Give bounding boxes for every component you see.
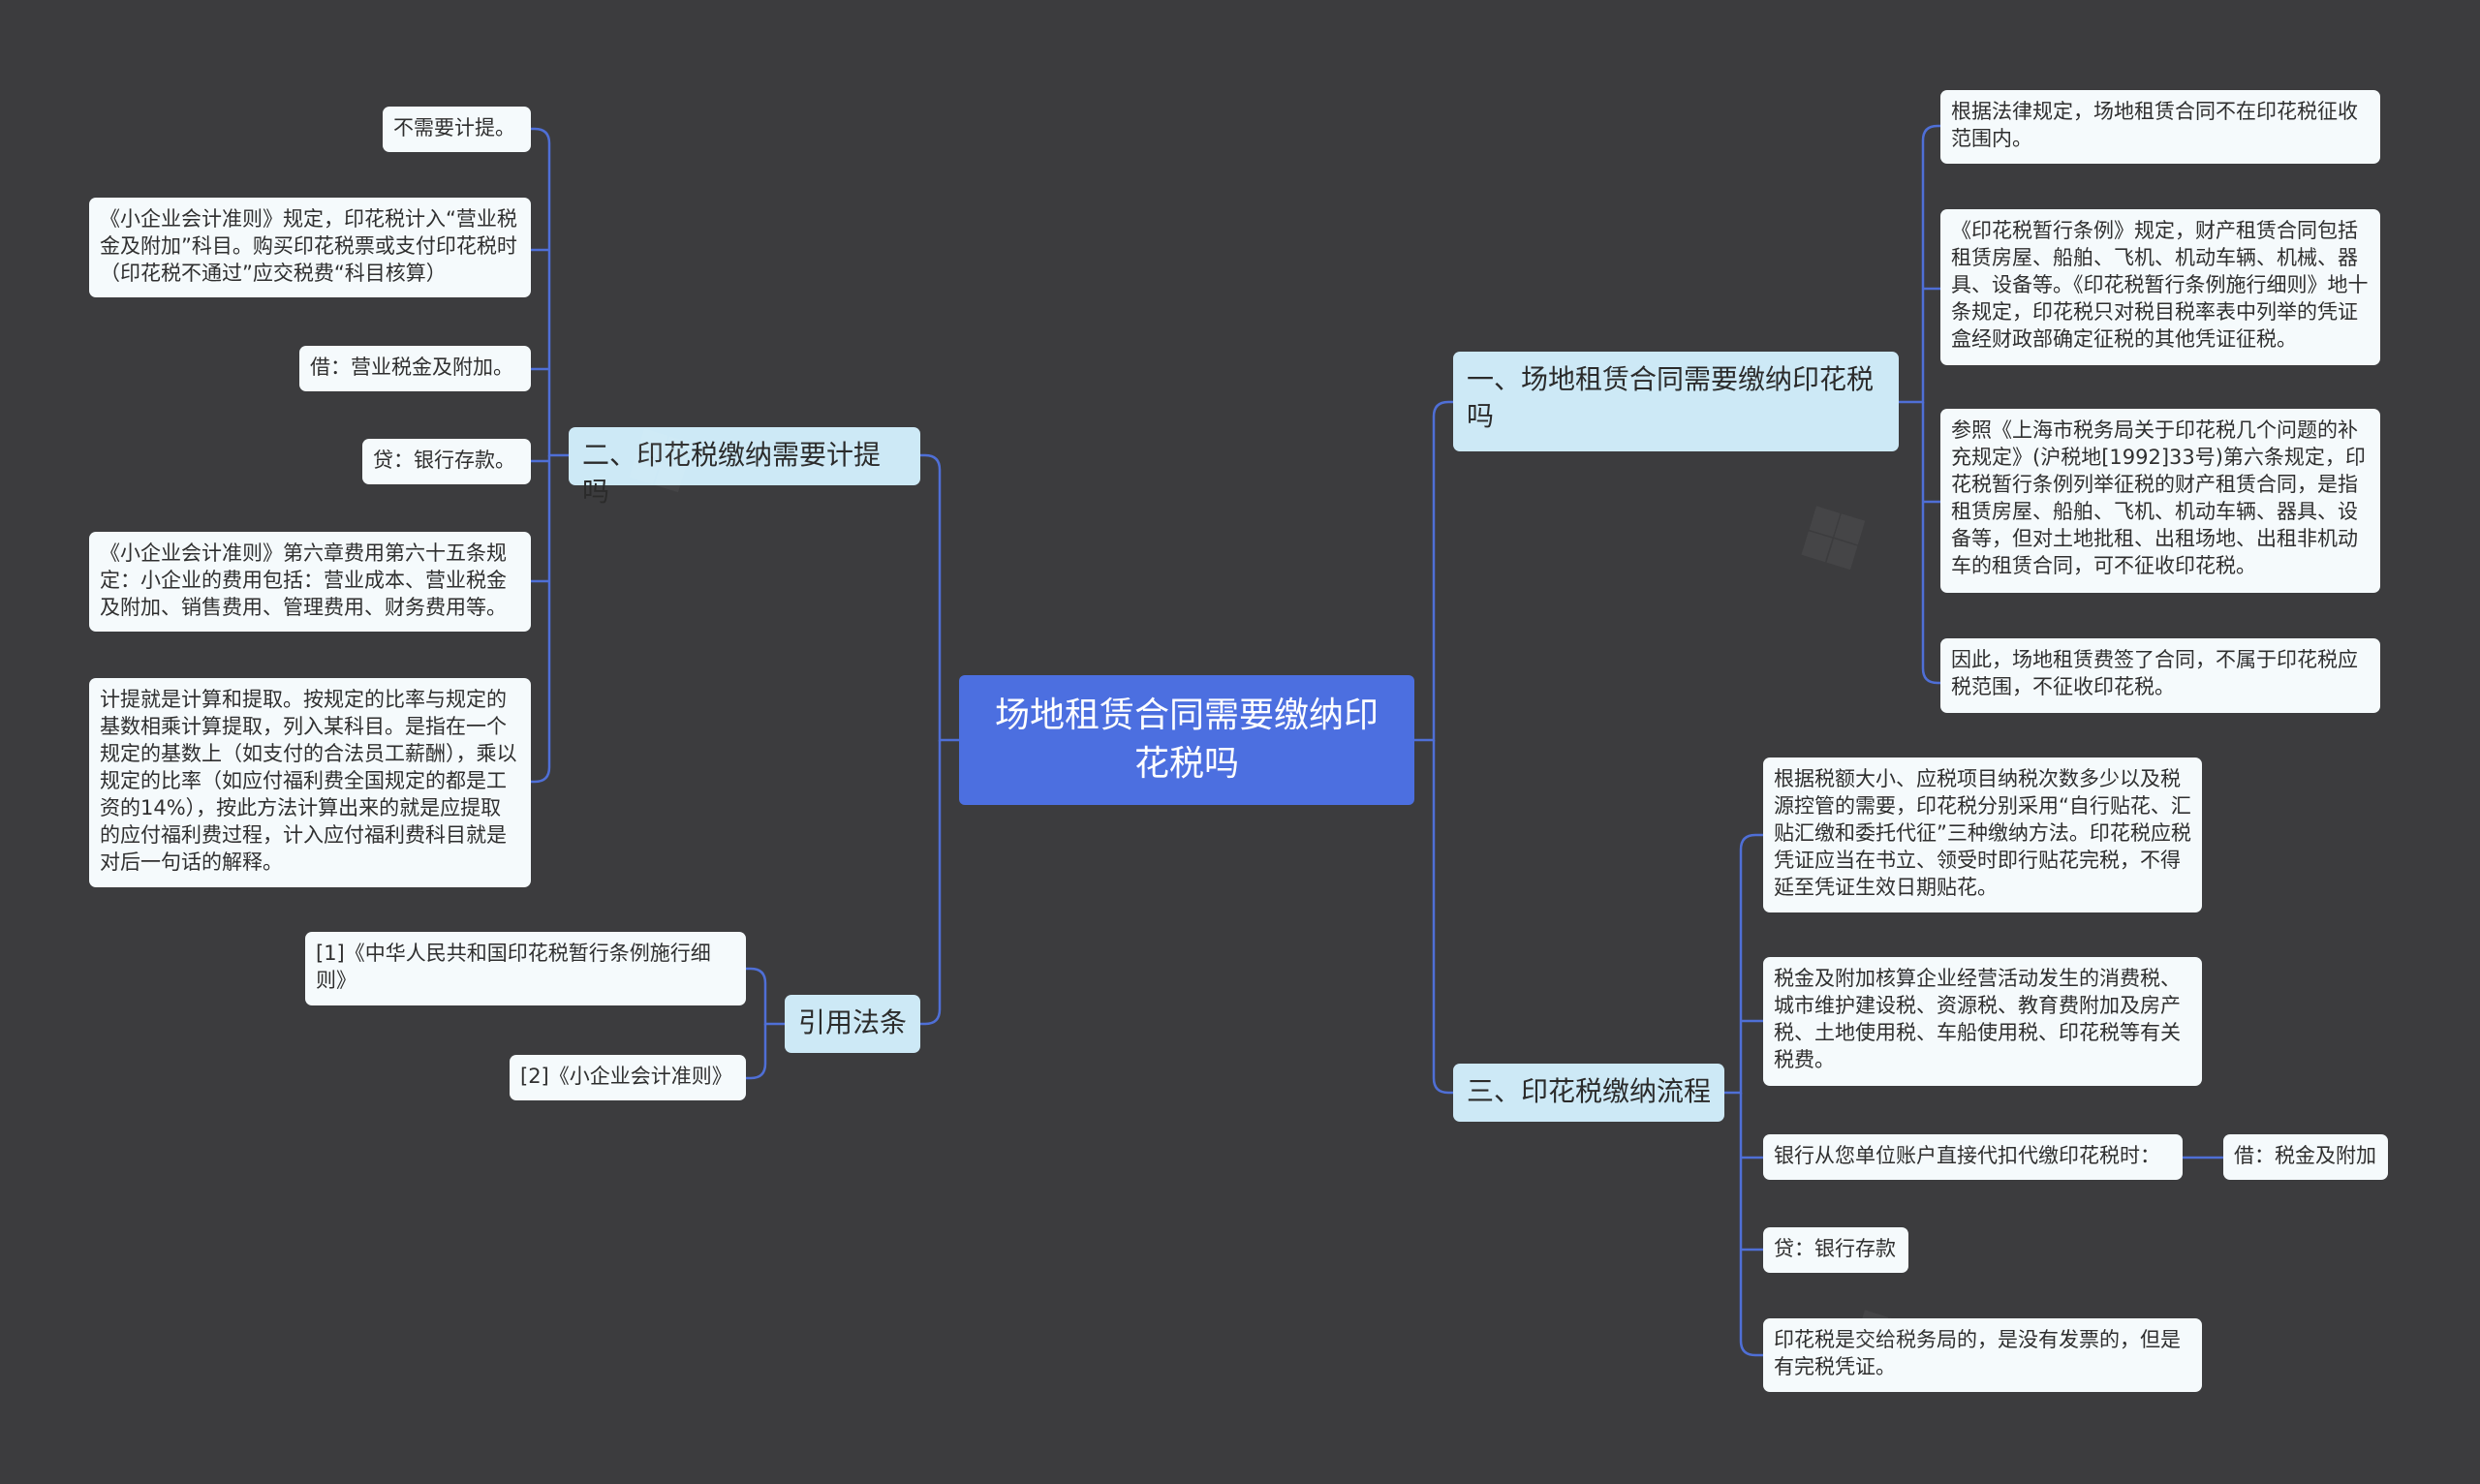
leaf-b4-2[interactable]: [2]《小企业会计准则》 [510, 1055, 746, 1100]
leaf-b1-4[interactable]: 因此，场地租赁费签了合同，不属于印花税应税范围，不征收印花税。 [1940, 638, 2380, 713]
leaf-b3-1[interactable]: 根据税额大小、应税项目纳税次数多少以及税源控管的需要，印花税分别采用“自行贴花、… [1763, 757, 2202, 912]
root-topic-label: 场地租赁合同需要缴纳印花税吗 [994, 696, 1379, 784]
leaf-b2-3[interactable]: 借：营业税金及附加。 [299, 346, 531, 391]
leaf-b1-3[interactable]: 参照《上海市税务局关于印花税几个问题的补充规定》(沪税地[1992]33号)第六… [1940, 409, 2380, 593]
leaf-b3-4[interactable]: 贷：银行存款 [1763, 1227, 1908, 1273]
leaf-b2-4[interactable]: 贷：银行存款。 [362, 439, 531, 484]
leaf-b3-3-sub[interactable]: 借：税金及附加 [2223, 1134, 2388, 1180]
leaf-text: 根据税额大小、应税项目纳税次数多少以及税源控管的需要，印花税分别采用“自行贴花、… [1774, 767, 2191, 899]
leaf-b2-6[interactable]: 计提就是计算和提取。按规定的比率与规定的基数相乘计算提取，列入某科目。是指在一个… [89, 678, 531, 887]
leaf-b3-2[interactable]: 税金及附加核算企业经营活动发生的消费税、城市维护建设税、资源税、教育费附加及房产… [1763, 957, 2202, 1086]
leaf-b3-5[interactable]: 印花税是交给税务局的，是没有发票的，但是有完税凭证。 [1763, 1318, 2202, 1392]
branch-need-stamp-tax[interactable]: 一、场地租赁合同需要缴纳印花税吗 [1453, 352, 1899, 451]
leaf-b4-1[interactable]: [1]《中华人民共和国印花税暂行条例施行细则》 [305, 932, 746, 1005]
root-topic[interactable]: 场地租赁合同需要缴纳印花税吗 [959, 675, 1414, 805]
leaf-text: 税金及附加核算企业经营活动发生的消费税、城市维护建设税、资源税、教育费附加及房产… [1774, 967, 2181, 1071]
leaf-b2-5[interactable]: 《小企业会计准则》第六章费用第六十五条规定：小企业的费用包括：营业成本、营业税金… [89, 532, 531, 632]
leaf-text: [2]《小企业会计准则》 [520, 1065, 732, 1088]
leaf-text: 印花税是交给税务局的，是没有发票的，但是有完税凭证。 [1774, 1328, 2181, 1378]
leaf-text: 《小企业会计准则》第六章费用第六十五条规定：小企业的费用包括：营业成本、营业税金… [100, 541, 507, 619]
leaf-text: 因此，场地租赁费签了合同，不属于印花税应税范围，不征收印花税。 [1951, 648, 2358, 698]
leaf-b1-2[interactable]: 《印花税暂行条例》规定，财产租赁合同包括租赁房屋、船舶、飞机、机动车辆、机械、器… [1940, 209, 2380, 365]
leaf-text: 根据法律规定，场地租赁合同不在印花税征收范围内。 [1951, 100, 2358, 150]
branch-references[interactable]: 引用法条 [785, 995, 920, 1053]
leaf-b3-3[interactable]: 银行从您单位账户直接代扣代缴印花税时： [1763, 1134, 2183, 1180]
leaf-b2-2[interactable]: 《小企业会计准则》规定，印花税计入“营业税金及附加”科目。购买印花税票或支付印花… [89, 198, 531, 297]
branch-label: 二、印花税缴纳需要计提吗 [582, 439, 882, 508]
leaf-b2-1[interactable]: 不需要计提。 [383, 107, 531, 152]
leaf-text: 借：营业税金及附加。 [310, 356, 513, 379]
leaf-b1-1[interactable]: 根据法律规定，场地租赁合同不在印花税征收范围内。 [1940, 90, 2380, 164]
leaf-text: [1]《中华人民共和国印花税暂行条例施行细则》 [316, 942, 711, 992]
leaf-text: 贷：银行存款。 [373, 448, 515, 472]
leaf-text: 贷：银行存款 [1774, 1237, 1896, 1260]
branch-label: 引用法条 [798, 1006, 908, 1038]
leaf-text: 《小企业会计准则》规定，印花税计入“营业税金及附加”科目。购买印花税票或支付印花… [100, 207, 517, 285]
leaf-text: 不需要计提。 [393, 116, 515, 139]
leaf-text: 参照《上海市税务局关于印花税几个问题的补充规定》(沪税地[1992]33号)第六… [1951, 418, 2366, 577]
leaf-text: 借：税金及附加 [2234, 1144, 2376, 1167]
branch-accrual[interactable]: 二、印花税缴纳需要计提吗 [569, 427, 920, 508]
branch-payment-process[interactable]: 三、印花税缴纳流程 [1453, 1064, 1724, 1122]
leaf-text: 《印花税暂行条例》规定，财产租赁合同包括租赁房屋、船舶、飞机、机动车辆、机械、器… [1951, 219, 2369, 351]
branch-label: 一、场地租赁合同需要缴纳印花税吗 [1467, 363, 1875, 432]
leaf-text: 银行从您单位账户直接代扣代缴印花税时： [1774, 1144, 2160, 1167]
leaf-text: 计提就是计算和提取。按规定的比率与规定的基数相乘计算提取，列入某科目。是指在一个… [100, 688, 517, 874]
branch-label: 三、印花税缴纳流程 [1467, 1075, 1712, 1107]
